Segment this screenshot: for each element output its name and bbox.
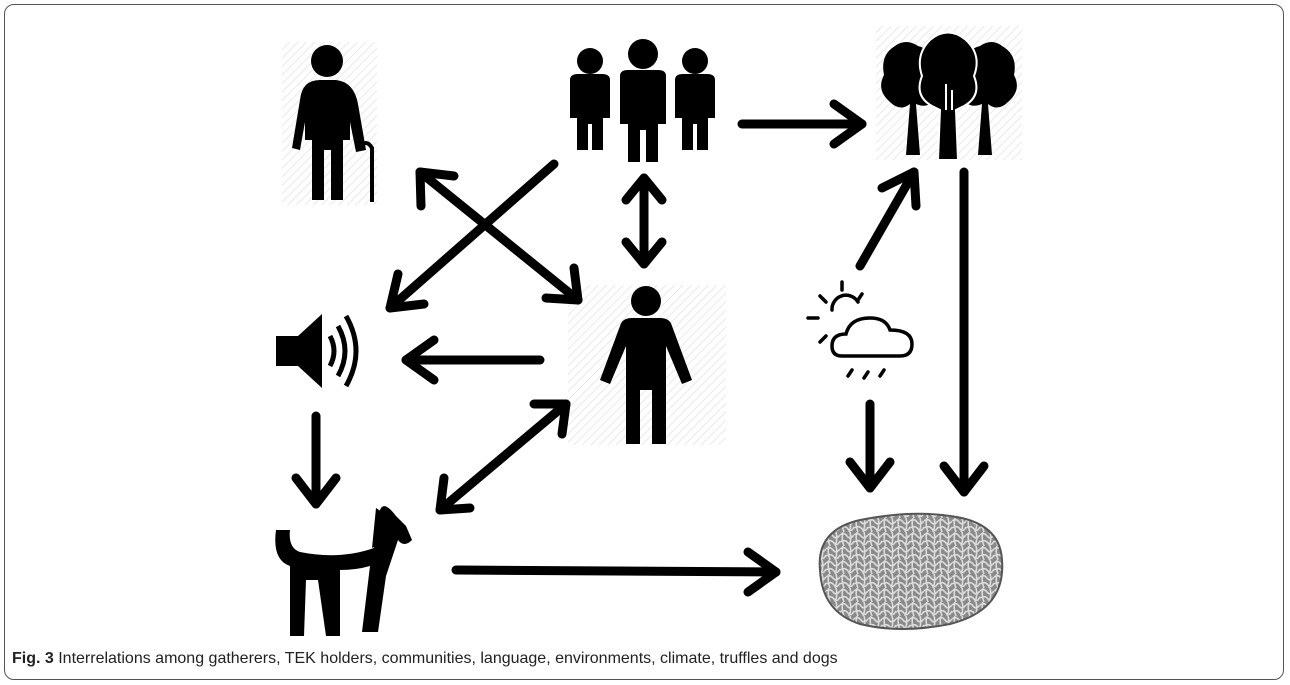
arrow-gatherer-dog (435, 399, 571, 515)
figure-label: Fig. 3 (12, 650, 54, 667)
figure-caption: Fig. 3 Interrelations among gatherers, T… (12, 650, 838, 668)
sun-cloud-rain-icon (806, 280, 914, 380)
interrelation-diagram (275, 26, 1022, 636)
person-icon (568, 285, 726, 445)
arrow-community-to-language (385, 159, 559, 313)
trees-icon (876, 26, 1022, 161)
group-of-people-icon (570, 39, 715, 162)
arrow-dog-to-truffle (451, 547, 781, 597)
dog-icon (275, 506, 412, 636)
arrow-climate-to-truffle (845, 399, 895, 493)
truffle-icon (818, 512, 1004, 630)
speaker-icon (276, 314, 359, 388)
arrow-language-to-dog (291, 411, 341, 509)
arrow-community-to-environment (737, 99, 867, 149)
arrows (291, 99, 989, 597)
arrow-environment-to-truffle (939, 167, 989, 497)
figure-caption-text: Interrelations among gatherers, TEK hold… (58, 650, 838, 667)
arrow-community-gatherer (621, 173, 667, 269)
arrow-climate-to-environment (855, 167, 921, 271)
arrow-tekholder-gatherer (415, 167, 583, 305)
elderly-person-with-cane-icon (282, 42, 377, 205)
arrow-gatherer-to-language (401, 335, 545, 385)
